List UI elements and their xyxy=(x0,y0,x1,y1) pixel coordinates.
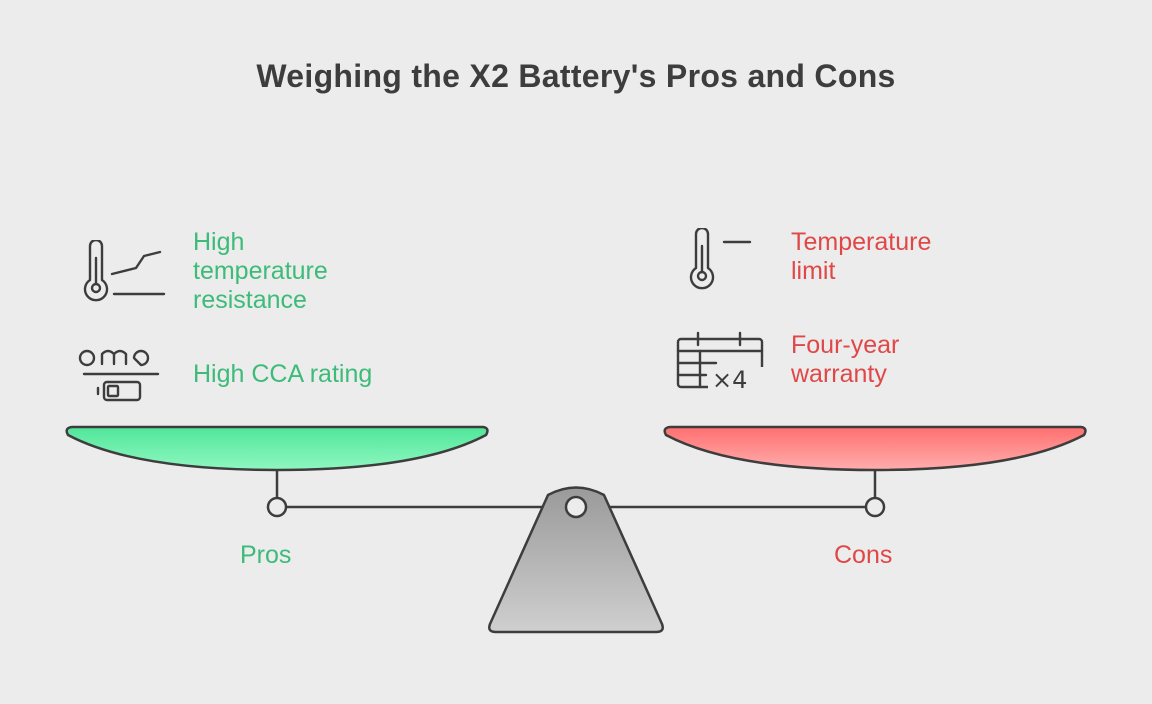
cons-item-text-line: Four-year xyxy=(791,331,900,359)
pros-item-text-line: temperature xyxy=(193,257,328,285)
pros-item-temperature-resistance: High temperature resistance xyxy=(193,228,328,315)
fulcrum xyxy=(488,486,664,634)
pros-item-text-line: resistance xyxy=(193,286,307,314)
cons-item-temperature-limit: Temperature limit xyxy=(791,228,931,286)
calendar-badge: ×4 xyxy=(712,366,747,391)
battery-rating-icon xyxy=(78,346,168,409)
pros-hinge xyxy=(266,496,288,518)
page-title: Weighing the X2 Battery's Pros and Cons xyxy=(256,58,896,94)
thermometer-rising-icon xyxy=(74,238,169,309)
pros-label: Pros xyxy=(240,541,292,569)
cons-item-warranty: Four-year warranty xyxy=(791,331,899,389)
cons-item-text-line: limit xyxy=(791,257,836,285)
thermometer-limit-icon xyxy=(686,226,756,295)
cons-pan xyxy=(663,425,1087,472)
cons-label: Cons xyxy=(834,541,893,569)
fulcrum-pivot xyxy=(564,495,588,519)
pros-item-cca-rating: High CCA rating xyxy=(193,360,372,389)
cons-hinge xyxy=(864,496,886,518)
pros-item-text-line: High xyxy=(193,228,245,256)
pros-item-text-line: High CCA rating xyxy=(193,360,373,388)
pros-pan xyxy=(65,425,489,472)
cons-item-text-line: warranty xyxy=(791,360,887,388)
cons-item-text-line: Temperature xyxy=(791,228,932,256)
calendar-x4-icon: ×4 xyxy=(676,331,768,396)
